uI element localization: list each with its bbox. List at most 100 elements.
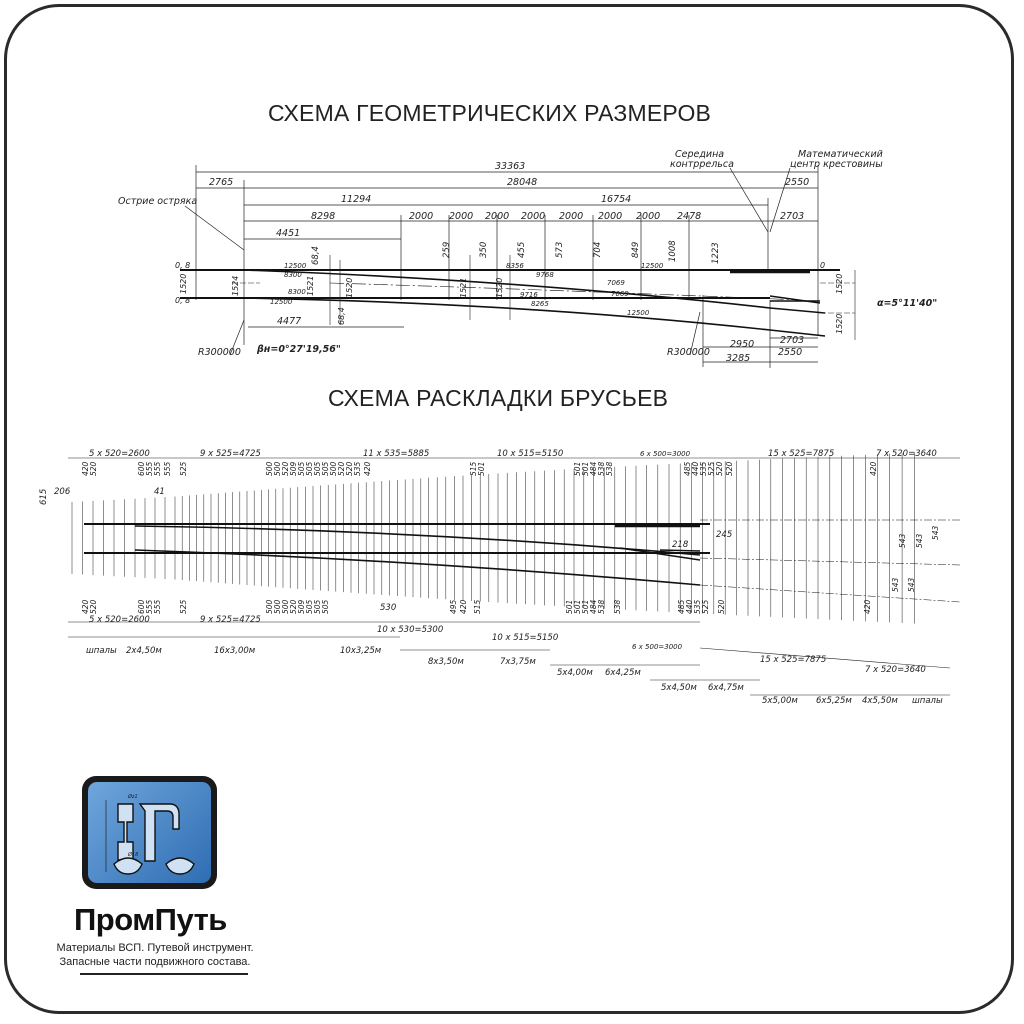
bottom-group-4: 10 x 515=5150 xyxy=(492,633,558,643)
bottom-spacing-label: 500 xyxy=(265,599,274,614)
top-spacing-label: 501 xyxy=(573,462,582,476)
top-spacing-label: 535 xyxy=(353,461,362,476)
brand-tagline-1: Материалы ВСП. Путевой инструмент. xyxy=(56,942,254,954)
ordinate-label: 259 xyxy=(442,242,452,258)
top-spacing-label: 520 xyxy=(345,461,354,476)
promput-logo: Øz1 Ø18 xyxy=(82,776,217,889)
group-10x325: 10x3,25м xyxy=(340,646,382,656)
dim-2478: 2478 xyxy=(677,211,701,222)
top-spacing-label: 420 xyxy=(869,461,878,476)
dim-11294: 11294 xyxy=(341,194,371,205)
group-4x550: 4x5,50м xyxy=(862,696,898,706)
radius-label: 8356 xyxy=(506,262,524,270)
dim-2765: 2765 xyxy=(209,177,233,188)
note-math-center-2: центр крестовины xyxy=(790,159,883,170)
note-guard-mid-2: контррельса xyxy=(670,159,734,170)
bottom-spacing-label: 520 xyxy=(89,599,98,614)
dim-2000-a: 2000 xyxy=(409,211,433,222)
offset-543-label: 543 xyxy=(898,533,907,548)
mark-218: 218 xyxy=(672,540,689,550)
radius-label: 9716 xyxy=(520,291,538,299)
bottom-spacing-label: 538 xyxy=(613,599,622,614)
bottom-group-6: 15 x 525=7875 xyxy=(760,655,826,665)
dim-2950: 2950 xyxy=(730,339,754,350)
top-spacing-label: 525 xyxy=(179,461,188,476)
gauge-1520-right-b: 1520 xyxy=(835,314,844,334)
top-spacing-label: 535 xyxy=(699,461,708,476)
radius-label: 8265 xyxy=(531,300,549,308)
offset-543-label: 543 xyxy=(915,533,924,548)
dim-2000-g: 2000 xyxy=(636,211,660,222)
radius-label: 7069 xyxy=(607,279,625,287)
logo-mark-2: Ø18 xyxy=(127,851,138,858)
top-spacing-label: 520 xyxy=(715,461,724,476)
geometry-scheme-title: СХЕМА ГЕОМЕТРИЧЕСКИХ РАЗМЕРОВ xyxy=(268,100,712,126)
group-6x425: 6x4,25м xyxy=(605,668,641,678)
dim-3285: 3285 xyxy=(726,353,750,364)
bottom-spacing-label: 501 xyxy=(565,600,574,614)
bottom-spacing-label: 555 xyxy=(153,599,162,614)
note-d08-bot: 0, 8 xyxy=(175,296,190,305)
bottom-spacing-label: 509 xyxy=(297,599,306,614)
bottom-spacing-label: 420 xyxy=(81,599,90,614)
radius-label: 12500 xyxy=(270,298,293,306)
top-spacing-label: 525 xyxy=(707,461,716,476)
bottom-spacing-label: 525 xyxy=(701,599,710,614)
note-guard-mid-1: Середина xyxy=(675,149,724,160)
ordinate-label: 849 xyxy=(631,242,641,258)
radius-label: 7069 xyxy=(611,290,629,298)
top-spacing-label: 505 xyxy=(305,461,314,476)
bottom-group-1: 5 x 520=2600 xyxy=(89,615,150,625)
note-beta: βн=0°27'19,56" xyxy=(256,344,341,355)
top-spacing-label: 555 xyxy=(153,461,162,476)
top-group-6: 15 x 525=7875 xyxy=(768,449,834,459)
dim-2000-c: 2000 xyxy=(485,211,509,222)
bottom-spacing-label: 600 xyxy=(137,599,146,614)
dim-8298: 8298 xyxy=(311,211,335,222)
bottom-spacing-label: 501 xyxy=(581,600,590,614)
group-6x475: 6x4,75м xyxy=(708,683,744,693)
group-7x375: 7x3,75м xyxy=(500,657,536,667)
note-d68: 68,4 xyxy=(337,307,346,325)
top-group-1: 5 x 520=2600 xyxy=(89,449,150,459)
group-5x500: 5x5,00м xyxy=(762,696,798,706)
mark-206: 206 xyxy=(54,487,71,497)
top-group-5: 6 x 500=3000 xyxy=(640,450,691,458)
top-spacing-label: 505 xyxy=(313,461,322,476)
brand-underline xyxy=(80,973,248,975)
radius-label: 12500 xyxy=(641,262,664,270)
bottom-spacing-label: 505 xyxy=(305,599,314,614)
note-r300000-right: R300000 xyxy=(667,347,710,358)
bottom-spacing-label: 420 xyxy=(863,599,872,614)
top-group-3: 11 x 535=5885 xyxy=(363,449,429,459)
ordinate-label: 455 xyxy=(517,242,527,258)
gauge-1520-left: 1520 xyxy=(179,274,188,294)
gauge-1521-b: 1521 xyxy=(459,278,468,298)
top-spacing-label: 515 xyxy=(469,461,478,476)
mark-530: 530 xyxy=(380,603,396,613)
top-spacing-label: 420 xyxy=(363,461,372,476)
bottom-spacing-label: 500 xyxy=(281,599,290,614)
dim-2000-e: 2000 xyxy=(559,211,583,222)
ordinate-label: 350 xyxy=(479,242,489,258)
radius-label: 8300 xyxy=(284,271,302,279)
bottom-spacing-label: 525 xyxy=(179,599,188,614)
note-alpha: α=5°11'40" xyxy=(877,298,937,309)
logo-image: Øz1 Ø18 xyxy=(88,782,211,883)
ordinate-label: 573 xyxy=(555,242,565,258)
bottom-spacing-label: 535 xyxy=(693,599,702,614)
radius-label: 12500 xyxy=(284,262,307,270)
top-spacing-label: 505 xyxy=(321,461,330,476)
top-spacing-label: 555 xyxy=(145,461,154,476)
ordinate-label: 1008 xyxy=(668,240,678,262)
group-8x350: 8x3,50м xyxy=(428,657,464,667)
bottom-spacing-label: 515 xyxy=(473,599,482,614)
gauge-1520-c: 1520 xyxy=(495,278,504,298)
bottom-spacing-label: 538 xyxy=(597,599,606,614)
top-spacing-label: 538 xyxy=(597,461,606,476)
top-spacing-label: 520 xyxy=(725,461,734,476)
group-5x400: 5x4,00м xyxy=(557,668,593,678)
group-sleepers-right: шпалы xyxy=(912,696,943,706)
bottom-spacing-label: 440 xyxy=(685,599,694,614)
